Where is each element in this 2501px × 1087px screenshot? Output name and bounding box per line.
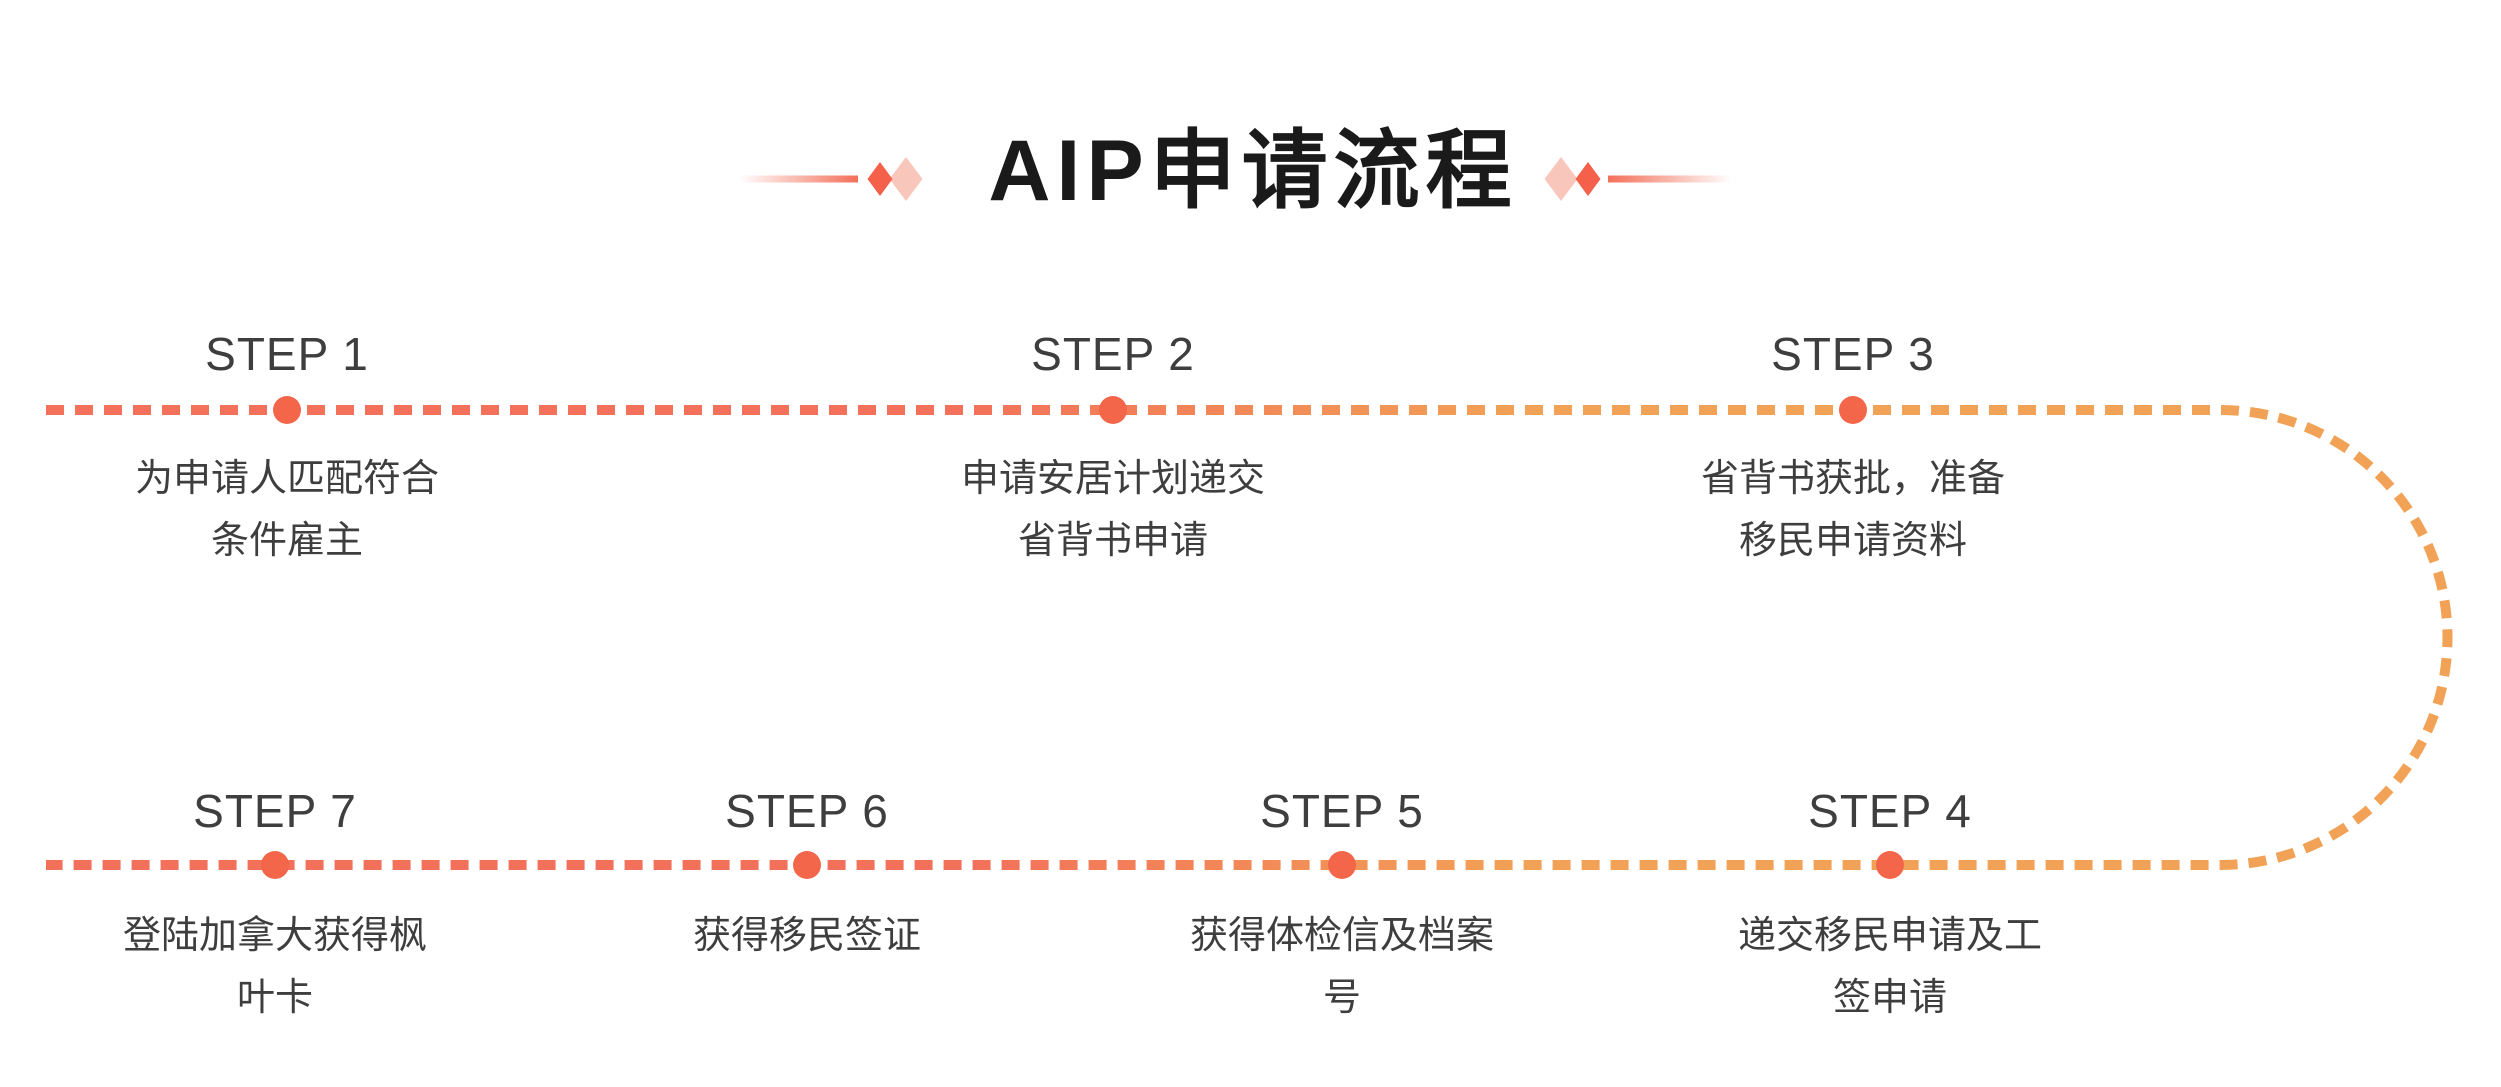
diamond-solid-icon: [867, 162, 893, 196]
diamond-light-icon: [1544, 157, 1578, 201]
decor-line-icon: [739, 175, 858, 183]
step-6-label: STEP 6: [725, 785, 889, 837]
diamond-solid-icon: [1575, 162, 1601, 196]
step-5-description: 获得体检信及档案 号: [1189, 915, 1495, 1019]
step-3-label: STEP 3: [1771, 328, 1935, 380]
step-3: STEP 3 省背书获批，准备 移民申请资料: [1701, 331, 2005, 572]
step-1-label: STEP 1: [205, 328, 369, 380]
step-2: STEP 2 申请安居计划递交 省背书申请: [961, 331, 1265, 572]
step-7-description: 登陆加拿大获得枫 叶卡: [122, 915, 428, 1019]
step-1: STEP 1 为申请人匹配符合 条件雇主: [135, 331, 439, 572]
step-6: STEP 6 获得移民签证: [693, 788, 921, 967]
step-7-label: STEP 7: [193, 785, 357, 837]
step-2-description: 申请安居计划递交 省背书申请: [960, 458, 1266, 562]
decor-line-icon: [1608, 175, 1732, 183]
step-3-description: 省背书获批，准备 移民申请资料: [1700, 458, 2006, 562]
step-5-label: STEP 5: [1260, 785, 1424, 837]
step-2-label: STEP 2: [1031, 328, 1195, 380]
title-decor-right: [1544, 157, 1732, 201]
step-1-description: 为申请人匹配符合 条件雇主: [134, 458, 440, 562]
step-6-description: 获得移民签证: [692, 915, 922, 957]
page-title: AIP申请流程: [988, 123, 1518, 219]
diamond-light-icon: [889, 157, 923, 201]
step-7: STEP 7 登陆加拿大获得枫 叶卡: [123, 788, 427, 1029]
step-5: STEP 5 获得体检信及档案 号: [1190, 788, 1494, 1029]
title-decor-left: [739, 157, 923, 201]
step-4-description: 递交移民申请及工 签申请: [1737, 915, 2043, 1019]
step-4: STEP 4 递交移民申请及工 签申请: [1738, 788, 2042, 1029]
step-4-label: STEP 4: [1808, 785, 1972, 837]
